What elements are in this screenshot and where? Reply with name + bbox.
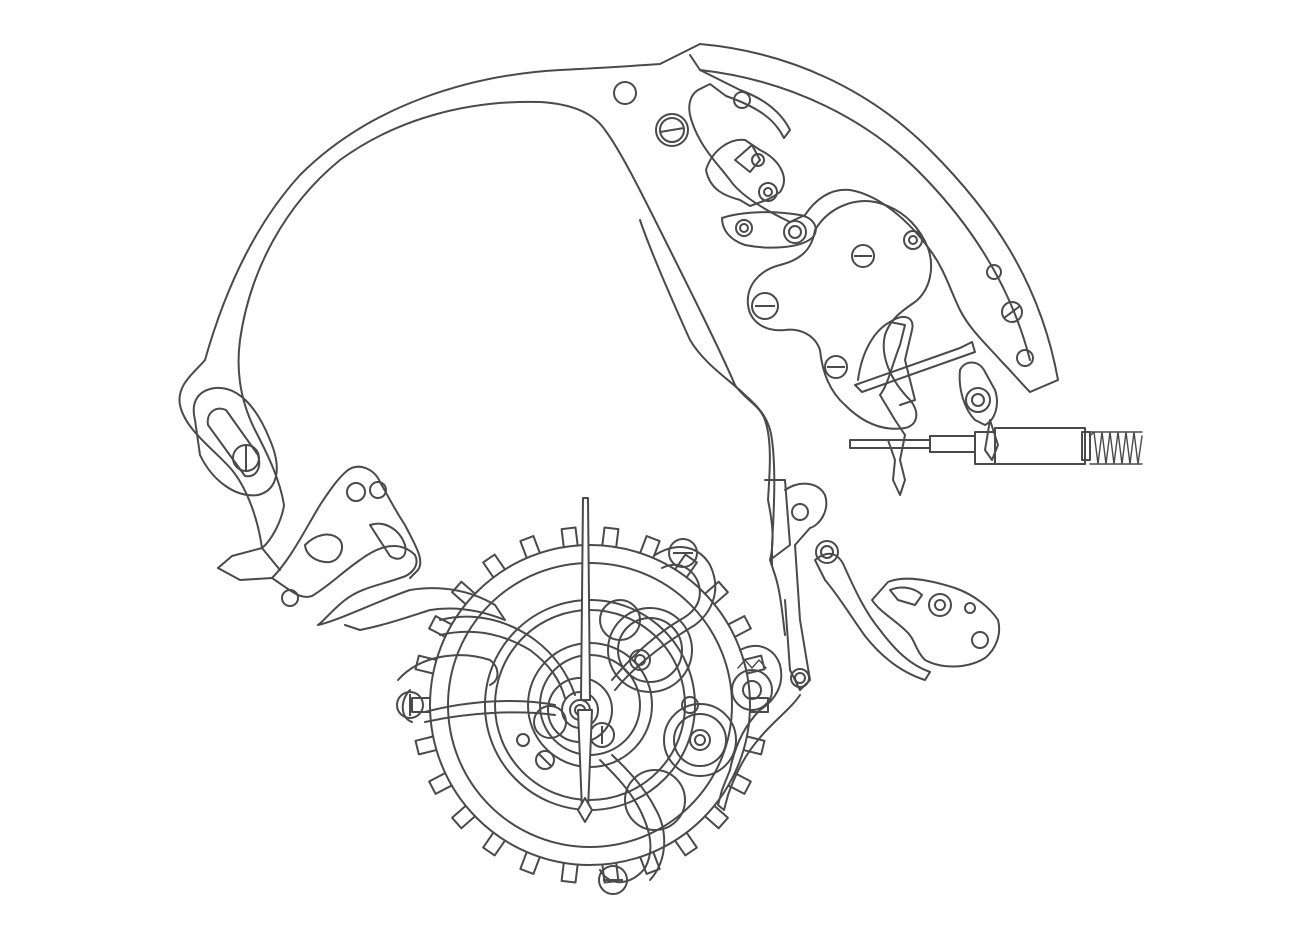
small-lever [871,577,1001,668]
slot-lever [192,386,278,497]
left-lever [217,465,506,631]
gear-tooth [519,851,541,875]
gear-tooth [639,851,661,875]
outer-arc-band [699,69,1034,367]
gear-tooth [704,580,729,606]
gear-tooth [639,535,661,559]
gear-tooth [482,553,506,579]
gear-tooth [414,735,438,756]
gear-tooth [451,804,476,830]
gear-tooth [482,831,506,857]
gear-tooth [451,580,476,606]
gear-tooth [674,831,698,857]
winding-stem [849,427,1143,465]
gear-tooth [727,772,752,795]
gear-tooth [428,615,453,638]
tourbillon [396,497,769,895]
stem-thread [1089,431,1143,465]
keyless-bridge [746,200,933,430]
setting-lever [854,315,999,496]
gear-tooth [742,735,766,756]
gear-tooth [704,804,729,830]
gear-tooth [742,654,766,675]
gear-tooth [519,535,541,559]
gear-tooth [601,526,620,549]
click-mechanism [705,138,817,249]
connecting-lever [814,552,931,681]
gear-tooth [428,772,453,795]
main-plate [178,43,1059,636]
escape-lever [717,645,801,811]
gear-tooth [674,553,698,579]
small-gear [731,669,773,711]
center-bridge [639,219,839,691]
gear-tooth [560,526,579,549]
gear-tooth [414,654,438,675]
gear-teeth [411,526,769,884]
gear-tooth [560,861,579,884]
gear-tooth [727,615,752,638]
